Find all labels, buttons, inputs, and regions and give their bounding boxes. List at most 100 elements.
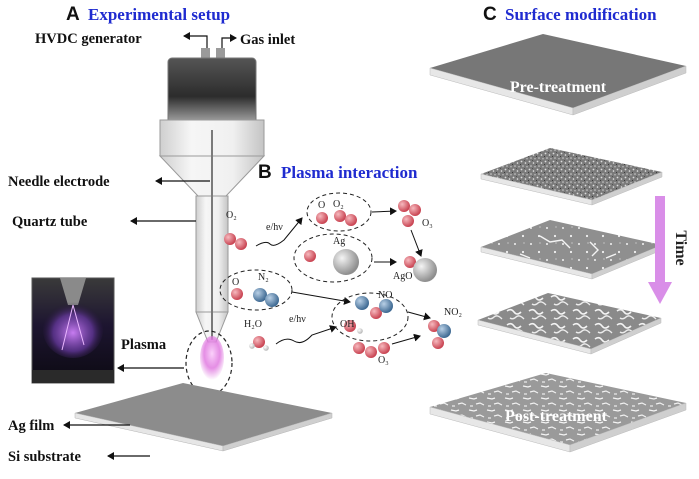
photo-streamers [61, 304, 85, 351]
atom-o [253, 336, 265, 348]
species-oh: OH [340, 319, 354, 330]
plate-top [481, 148, 662, 200]
species-o3: O₃ [422, 218, 433, 229]
plate-post-treatment: Post-treatment [429, 373, 687, 453]
atom-o [365, 346, 377, 358]
group-o-ag [293, 233, 373, 283]
plate-side-right [591, 171, 663, 206]
electrode-head [167, 57, 257, 129]
plate-top [430, 34, 686, 108]
reaction-arrow [291, 291, 351, 305]
label-ag-film: Ag film [8, 418, 54, 434]
species-o-b: O [232, 277, 239, 288]
photo-glow [43, 302, 103, 358]
species-n2: N₂ [258, 272, 269, 283]
reaction-arrow [371, 207, 397, 216]
reaction-arrow [407, 311, 431, 321]
label-plasma: Plasma [121, 337, 167, 353]
panel-a: A Experimental setup HVDC generator Gas … [8, 4, 333, 465]
particle-chains [519, 235, 617, 259]
reaction-arrow [275, 325, 337, 345]
atom-o [316, 212, 328, 224]
hvdc-lead [183, 32, 208, 50]
panel-b-title: Plasma interaction [281, 163, 418, 182]
atom-o [353, 342, 365, 354]
label-post-treatment: Post-treatment [505, 408, 608, 425]
plasma-jet [200, 336, 224, 380]
atom-o [370, 307, 382, 319]
atom-o [378, 342, 390, 354]
plate-top [478, 293, 661, 349]
plate-side-right [569, 402, 687, 453]
atom-o [344, 320, 356, 332]
label-needle-electrode: Needle electrode [8, 174, 110, 190]
atom-ag [333, 249, 359, 275]
panel-b: B Plasma interaction O₂ e/hν O O₂ O₃ Ag … [219, 162, 462, 366]
substrate-side-right [222, 412, 333, 452]
atom-o [404, 256, 416, 268]
atom-h [249, 343, 255, 349]
plate-top [430, 373, 686, 445]
label-hvdc-generator: HVDC generator [35, 31, 142, 47]
plate-stage-3 [480, 220, 663, 280]
plate-top [481, 220, 662, 274]
time-arrow-head [648, 282, 672, 304]
plate-pre-treatment: Pre-treatment [429, 34, 687, 116]
atom-o [428, 320, 440, 332]
atom-o [345, 214, 357, 226]
panel-a-title: Experimental setup [88, 5, 230, 24]
reaction-arrow [410, 229, 423, 257]
species-h2o: H₂O [244, 319, 262, 330]
panel-c: C Surface modification Pre-treatment [429, 4, 689, 453]
atom-n [379, 299, 393, 313]
time-arrow [648, 196, 672, 304]
species-o2: O₂ [226, 210, 237, 221]
group-no-oh [331, 292, 409, 342]
panel-b-letter: B [258, 162, 272, 183]
species-o3b: O₃ [378, 355, 389, 366]
atom-o [432, 337, 444, 349]
atom-h [357, 328, 363, 334]
plate-stage-4 [477, 293, 662, 355]
atom-o [304, 250, 316, 262]
species-ehv-2: e/hν [289, 314, 306, 325]
atom-ag [413, 258, 437, 282]
species-ag: Ag [333, 236, 345, 247]
species-o-a: O [318, 200, 325, 211]
atom-n [355, 296, 369, 310]
group-o-o2 [306, 192, 372, 232]
label-gas-inlet: Gas inlet [240, 32, 295, 48]
plate-side-right [572, 65, 687, 116]
species-no: NO [378, 290, 392, 301]
label-pre-treatment: Pre-treatment [510, 79, 607, 96]
atom-o [409, 204, 421, 216]
hvdc-connector [201, 48, 210, 60]
gas-connector [216, 48, 225, 60]
atom-h [263, 345, 269, 351]
plasma-photo-inset [31, 277, 115, 384]
photo-nozzle [60, 278, 86, 305]
species-ago: AgO [393, 271, 412, 282]
species-o2b: O₂ [333, 199, 344, 210]
plate-side-right [590, 317, 662, 355]
photo-substrate [32, 370, 114, 383]
species-no2: NO₂ [444, 307, 462, 318]
atom-o [398, 200, 410, 212]
atom-o [334, 210, 346, 222]
atom-n [437, 324, 451, 338]
gas-lead [221, 34, 237, 50]
time-arrow-shaft [655, 196, 665, 282]
atom-o [235, 238, 247, 250]
label-si-substrate: Si substrate [8, 449, 81, 465]
atom-o [231, 288, 243, 300]
group-o-n2 [219, 269, 293, 311]
atom-n [265, 293, 279, 307]
reaction-arrow [391, 333, 421, 345]
reaction-arrow [255, 217, 303, 247]
atom-n [253, 288, 267, 302]
panel-c-letter: C [483, 4, 497, 25]
label-time: Time [672, 230, 689, 265]
label-quartz-tube: Quartz tube [12, 214, 88, 230]
ag-film-top [75, 383, 332, 446]
